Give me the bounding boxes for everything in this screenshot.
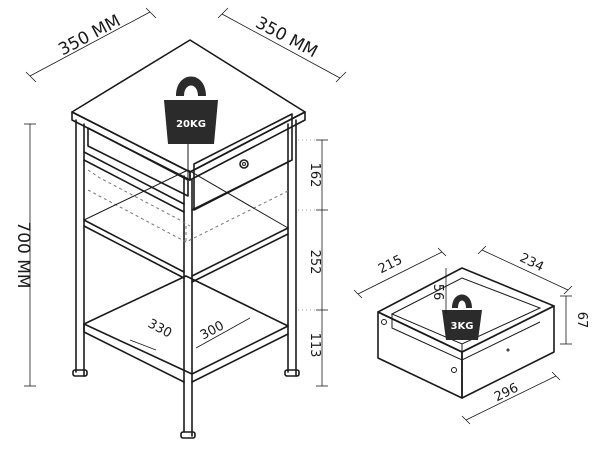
- segment-bottom-label: 113: [307, 333, 322, 358]
- width-left-label: 350 MM: [55, 11, 124, 60]
- shelf-depth-label: 330: [145, 316, 174, 341]
- table-feet: [72, 369, 300, 439]
- drawer-front-width-label: 296: [492, 381, 521, 405]
- table-top-weight-label: 20KG: [176, 119, 206, 130]
- nightstand-drawing: 20KG: [71, 39, 306, 439]
- drawer-depth-label: 215: [376, 253, 405, 277]
- drawer-knob: [239, 159, 249, 169]
- middle-shelf: [83, 151, 289, 283]
- drawer-front: [461, 305, 555, 399]
- drawer-outer-height-label: 67: [574, 312, 589, 329]
- total-height-label: 700 MM: [13, 221, 33, 288]
- shelf-width-label: 300: [198, 318, 227, 343]
- table-legs: [75, 119, 297, 437]
- drawer-weight-label: 3KG: [451, 321, 474, 332]
- drawer-kettlebell-weight-icon: 3KG: [442, 294, 482, 340]
- bottom-shelf: [83, 275, 289, 383]
- segment-top-label: 162: [307, 163, 322, 188]
- kettlebell-weight-icon: 20KG: [164, 76, 218, 144]
- drawer-inner-height-label: 56: [430, 284, 445, 301]
- hidden-drawer-outline: [87, 169, 291, 244]
- drawer-width-label: 234: [517, 251, 546, 275]
- segment-middle-label: 252: [307, 250, 322, 275]
- width-right-label: 350 MM: [252, 13, 321, 62]
- nightstand-drawer: [87, 113, 293, 211]
- drawer-drawing: 3KG: [377, 267, 555, 399]
